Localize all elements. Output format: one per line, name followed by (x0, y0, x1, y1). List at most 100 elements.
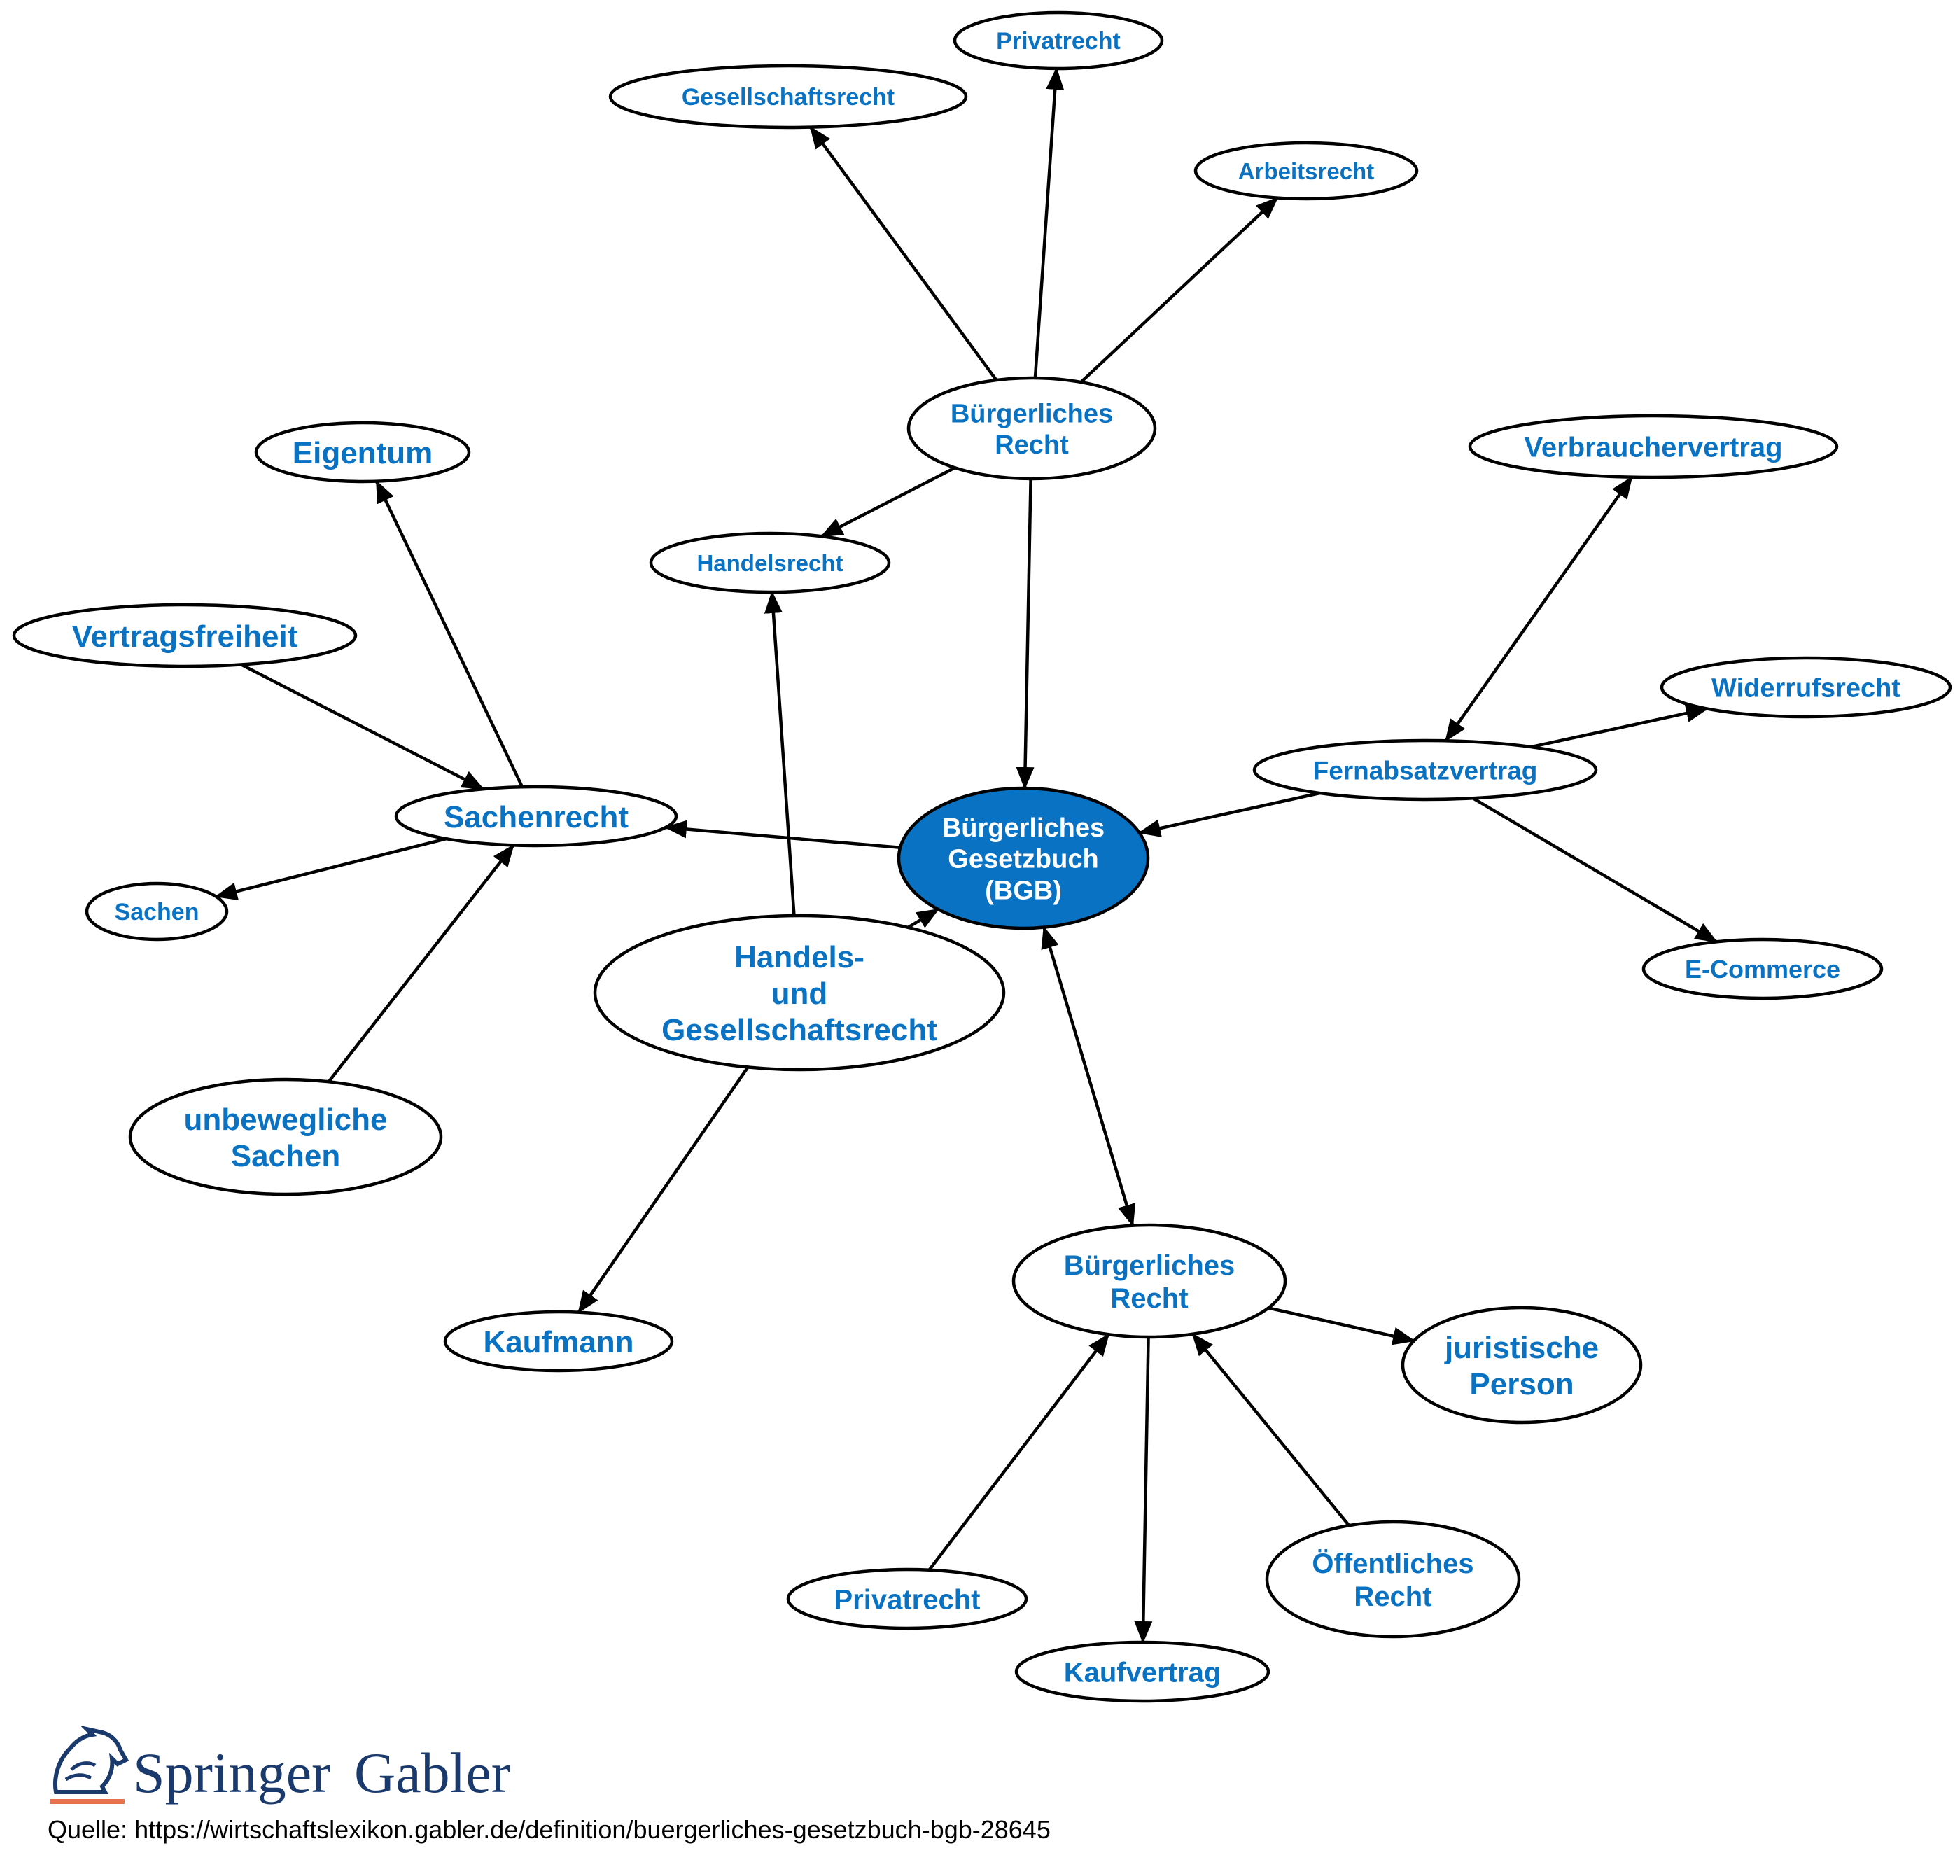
node-label: Gesellschaftsrecht (662, 1013, 937, 1047)
edges (214, 67, 1718, 1644)
edge-br_top-to-arbeitsrecht (1079, 196, 1279, 384)
node-kaufvertrag[interactable]: Kaufvertrag (1014, 1640, 1270, 1703)
node-privatrecht_bottom[interactable]: Privatrecht (786, 1567, 1028, 1630)
edge-br_top-to-privatrecht_top (1033, 67, 1065, 379)
logo-sub: Gabler (354, 1741, 510, 1805)
node-ellipse (649, 531, 891, 594)
edge-br_bottom-to-kaufvertrag (1134, 1336, 1153, 1644)
node-arbeitsrecht[interactable]: Arbeitsrecht (1194, 141, 1419, 201)
node-ellipse (128, 1077, 443, 1196)
node-label: Person (1469, 1367, 1574, 1401)
logo-brand: Springer (133, 1741, 330, 1805)
edge-unbewegliche-to-sachenrecht (327, 844, 515, 1083)
edge-fernabsatzvertrag-to-widerrufsrecht (1531, 704, 1709, 749)
node-label: Recht (995, 430, 1069, 460)
node-ellipse (254, 421, 471, 484)
node-label: unbewegliche (184, 1102, 388, 1137)
node-widerrufsrecht[interactable]: Widerrufsrecht (1660, 656, 1952, 719)
node-label: juristische (1444, 1331, 1599, 1365)
edge-hgr-to-bgb (907, 908, 940, 929)
node-label: Privatrecht (834, 1584, 981, 1615)
node-label: Verbrauchervertrag (1524, 432, 1782, 463)
node-ecommerce[interactable]: E-Commerce (1642, 937, 1884, 1000)
node-sachen[interactable]: Sachen (85, 881, 229, 941)
edge-fernabsatzvertrag-to-bgb (1138, 791, 1320, 837)
node-sachenrecht[interactable]: Sachenrecht (394, 785, 678, 848)
node-label: Gesellschaftsrecht (682, 84, 895, 111)
edge-br_bottom-to-juristische (1268, 1306, 1415, 1345)
edge-sachenrecht-to-sachen (214, 837, 447, 901)
node-label: Handels- (734, 940, 864, 974)
node-label: Recht (1110, 1283, 1188, 1314)
node-ellipse (897, 786, 1150, 930)
edge-bgb-to-sachenrecht (664, 820, 901, 850)
node-label: Bürgerliches (951, 399, 1113, 428)
node-label: (BGB) (985, 876, 1062, 906)
edge-br_top-to-handelsrecht (820, 466, 956, 538)
node-ellipse (85, 881, 229, 941)
node-ellipse (1660, 656, 1952, 719)
node-ellipse (1401, 1306, 1643, 1424)
node-label: Privatrecht (996, 28, 1121, 55)
logo-underline (50, 1799, 125, 1804)
node-label: Sachen (115, 899, 200, 925)
node-verbrauchervertrag[interactable]: Verbrauchervertrag (1468, 414, 1839, 479)
edge-br_top-to-bgb (1016, 478, 1035, 790)
node-ellipse (1252, 738, 1598, 802)
node-label: Recht (1354, 1581, 1432, 1612)
edge-vertragsfreiheit-to-sachenrecht (240, 663, 485, 791)
node-kaufmann[interactable]: Kaufmann (443, 1310, 674, 1373)
edge-bgb-to-br_bottom (1041, 925, 1136, 1227)
node-ellipse (1011, 1223, 1287, 1339)
node-label: Kaufmann (483, 1325, 634, 1359)
node-label: E-Commerce (1685, 955, 1840, 983)
node-gesellschaftsrecht[interactable]: Gesellschaftsrecht (608, 64, 968, 130)
node-vertragsfreiheit[interactable]: Vertragsfreiheit (12, 603, 358, 668)
node-ellipse (443, 1310, 674, 1373)
node-label: Sachenrecht (444, 800, 629, 834)
node-label: und (771, 976, 828, 1011)
node-ellipse (608, 64, 968, 130)
node-label: Öffentliches (1312, 1548, 1474, 1579)
springer-gabler-logo: Springer Gabler (50, 1725, 510, 1805)
source-caption: Quelle: https://wirtschaftslexikon.gable… (48, 1815, 1051, 1844)
node-label: Gesetzbuch (948, 845, 1098, 874)
edge-fernabsatzvertrag-to-ecommerce (1472, 797, 1718, 944)
node-ellipse (906, 376, 1157, 481)
node-ellipse (1194, 141, 1419, 201)
node-fernabsatzvertrag[interactable]: Fernabsatzvertrag (1252, 738, 1598, 802)
node-ellipse (1468, 414, 1839, 479)
node-label: Arbeitsrecht (1238, 158, 1374, 184)
edge-privatrecht_bottom-to-br_bottom (927, 1333, 1110, 1572)
node-ellipse (1265, 1520, 1521, 1639)
node-label: Fernabsatzvertrag (1313, 756, 1538, 785)
node-label: Eigentum (293, 436, 433, 470)
node-privatrecht_top[interactable]: Privatrecht (953, 10, 1164, 71)
horse-head-icon (50, 1725, 130, 1804)
edge-hgr-to-handelsrecht (764, 591, 796, 916)
node-label: Bürgerliches (942, 813, 1105, 843)
node-label: Sachen (231, 1139, 341, 1173)
node-ellipse (953, 10, 1164, 71)
edge-sachenrecht-to-eigentum (374, 479, 524, 788)
node-handelsrecht[interactable]: Handelsrecht (649, 531, 891, 594)
node-ellipse (394, 785, 678, 848)
node-label: Bürgerliches (1064, 1250, 1236, 1281)
node-ellipse (593, 913, 1006, 1072)
edge-br_top-to-gesellschaftsrecht (809, 125, 998, 382)
node-ellipse (12, 603, 358, 668)
node-label: Widerrufsrecht (1712, 674, 1900, 704)
edge-oeffentliches-to-br_bottom (1191, 1333, 1350, 1527)
node-ellipse (1014, 1640, 1270, 1703)
node-ellipse (1642, 937, 1884, 1000)
node-label: Handelsrecht (696, 550, 843, 576)
node-eigentum[interactable]: Eigentum (254, 421, 471, 484)
